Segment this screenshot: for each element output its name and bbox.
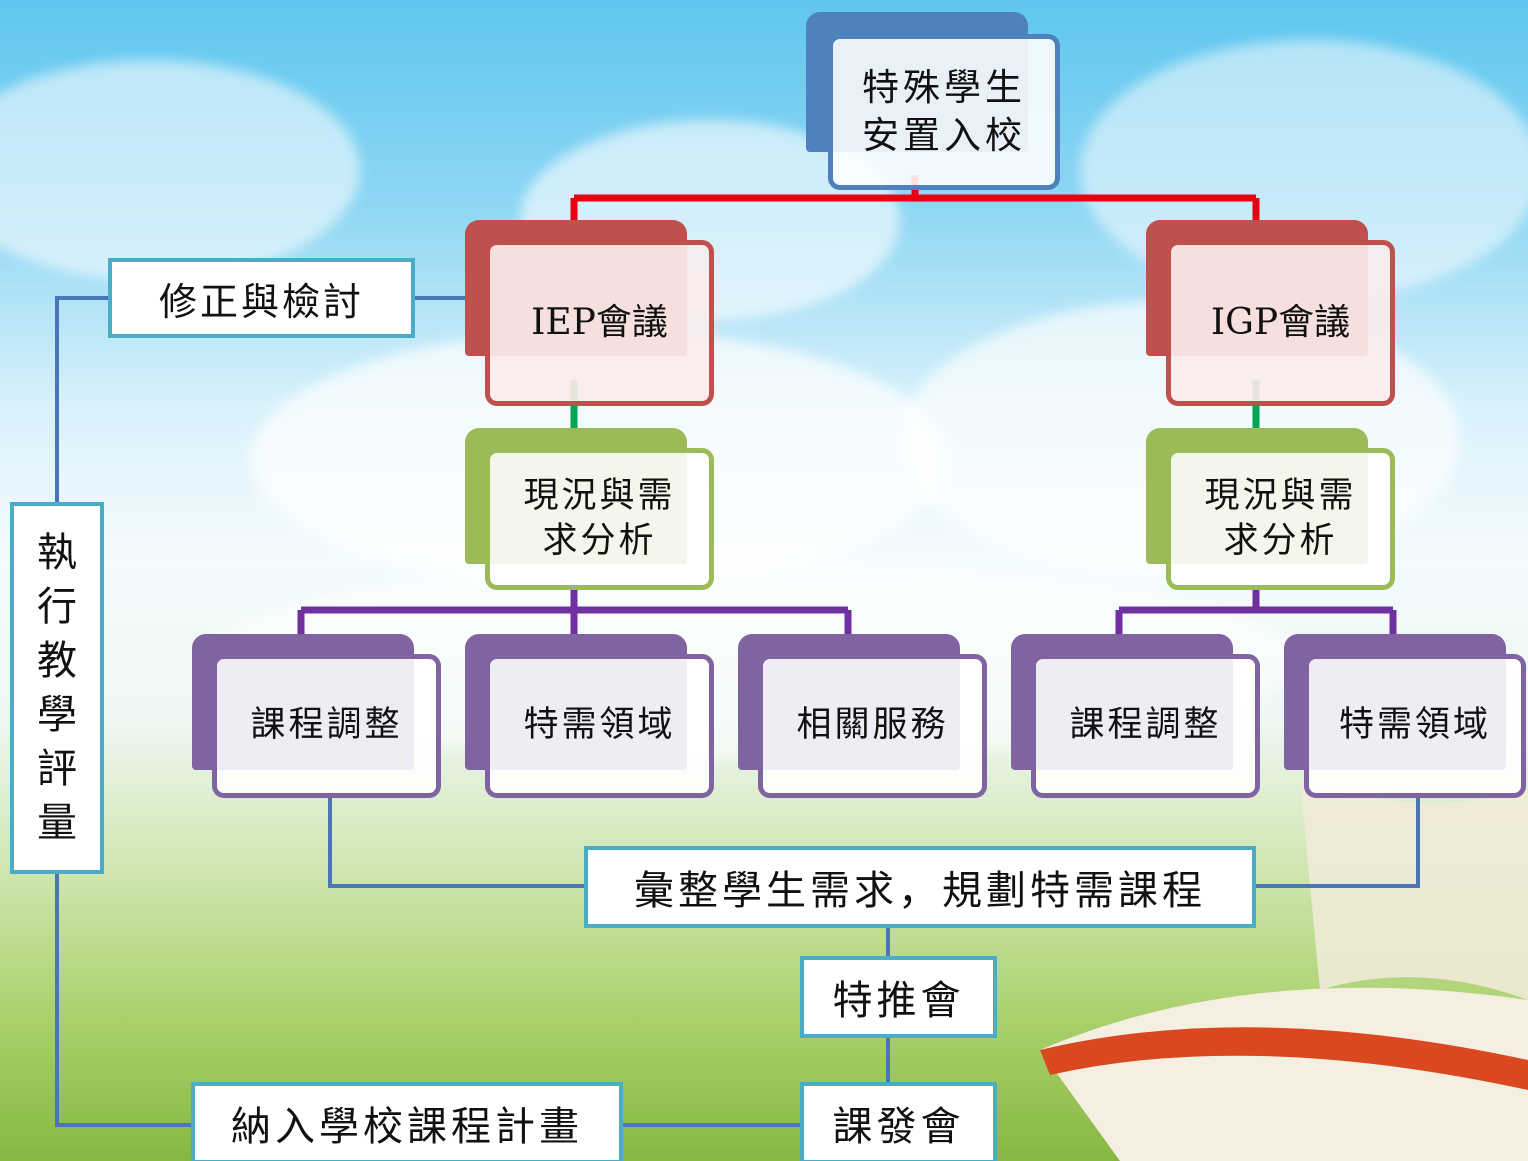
node-compile-plan: 彙整學生需求，規劃特需課程 [584, 846, 1256, 928]
book-page-icon [1300, 780, 1528, 1000]
node-execute-assess: 執 行 教 學 評 量 [10, 502, 104, 874]
connector-purple [1115, 585, 1397, 636]
node-execute-assess-label: 執 行 教 學 評 量 [37, 530, 77, 846]
node-revise-review: 修正與檢討 [108, 258, 415, 338]
node-iep-curriculum-label: 課程調整 [250, 705, 403, 746]
node-igp-meeting-label: IGP會議 [1210, 301, 1351, 343]
background-cloud [0, 60, 360, 280]
node-iep-analysis-label: 現況與需 求分析 [523, 475, 676, 562]
book-cover-icon [1040, 1027, 1528, 1090]
node-compile-plan-label: 彙整學生需求，規劃特需課程 [634, 868, 1206, 914]
node-special-committee-label: 特推會 [832, 978, 965, 1024]
connector-purple [297, 585, 852, 636]
node-igp-analysis-label: 現況與需 求分析 [1204, 475, 1357, 562]
node-iep-meeting-label: IEP會議 [531, 301, 668, 343]
node-curriculum-committee-label: 課發會 [832, 1104, 965, 1150]
node-special-committee: 特推會 [800, 956, 997, 1038]
connector-blue [1254, 795, 1420, 888]
connector-blue [55, 296, 110, 505]
node-igp-curriculum-label: 課程調整 [1069, 705, 1222, 746]
node-igp-special-domain-label: 特需領域 [1338, 705, 1491, 746]
node-iep-special-domain-label: 特需領域 [523, 705, 676, 746]
connector-blue [55, 870, 193, 1127]
node-iep-related-services-label: 相關服務 [796, 705, 949, 746]
connector-blue [328, 795, 586, 888]
node-root-label: 特殊學生 安置入校 [862, 65, 1026, 157]
node-school-plan-label: 納入學校課程計畫 [231, 1104, 583, 1150]
node-revise-review-label: 修正與檢討 [158, 279, 364, 324]
node-curriculum-committee: 課發會 [800, 1082, 997, 1161]
node-school-plan: 納入學校課程計畫 [191, 1082, 623, 1161]
